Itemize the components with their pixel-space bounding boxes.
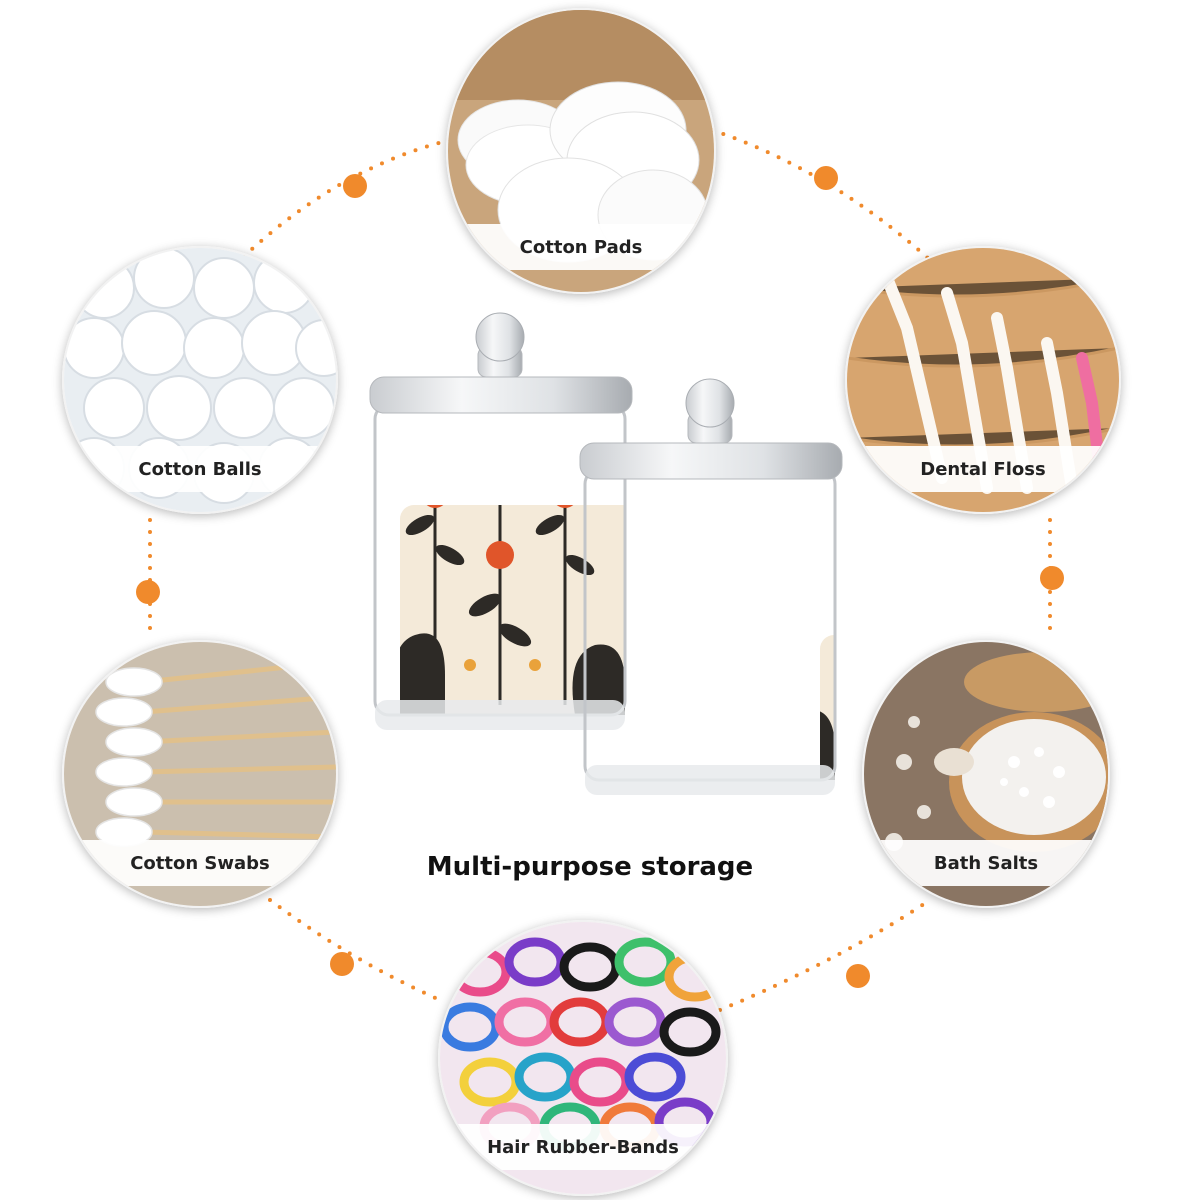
use-cotton-swabs: Cotton Swabs — [62, 640, 338, 908]
orange-dot-icon — [343, 174, 367, 198]
headline: Multi-purpose storage — [426, 852, 754, 882]
orange-dot-icon — [1040, 566, 1064, 590]
jar-front — [579, 378, 843, 795]
use-dental-floss: Dental Floss — [845, 246, 1121, 514]
use-bath-salts: Bath Salts — [862, 640, 1110, 908]
orange-dot-icon — [136, 580, 160, 604]
use-label: Cotton Pads — [448, 224, 714, 270]
orange-dot-icon — [846, 964, 870, 988]
use-label: Cotton Swabs — [64, 840, 336, 886]
apothecary-jars-icon — [369, 312, 843, 795]
use-label: Bath Salts — [864, 840, 1108, 886]
orange-dot-icon — [330, 952, 354, 976]
use-label: Cotton Balls — [64, 446, 336, 492]
use-cotton-pads: Cotton Pads — [446, 8, 716, 294]
use-cotton-balls: Cotton Balls — [62, 246, 338, 514]
use-label: Dental Floss — [847, 446, 1119, 492]
use-hair-rubber-bands: Hair Rubber-Bands — [438, 920, 728, 1196]
orange-dot-icon — [814, 166, 838, 190]
jar-back — [369, 312, 633, 730]
use-label: Hair Rubber-Bands — [440, 1124, 726, 1170]
